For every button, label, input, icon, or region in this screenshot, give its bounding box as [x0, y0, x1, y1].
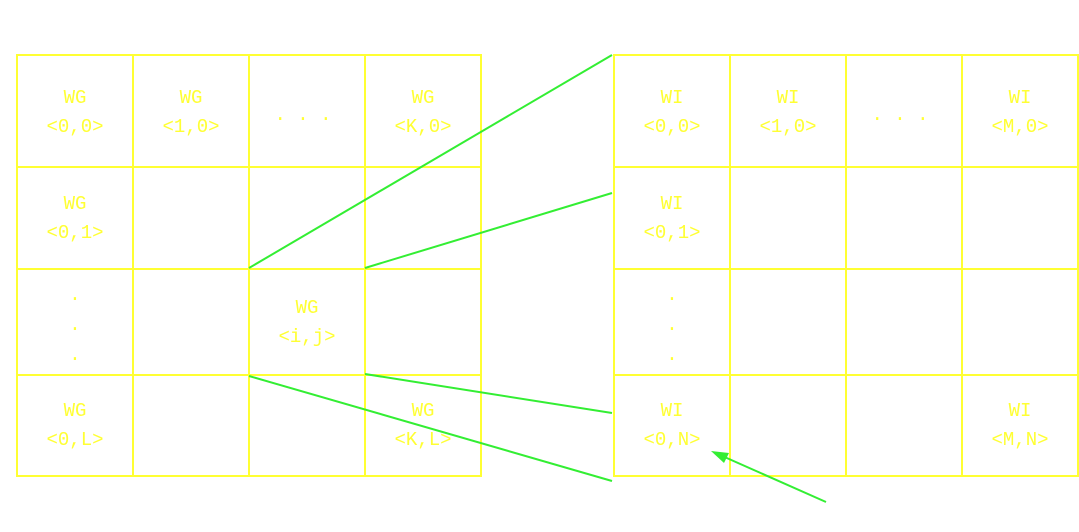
cell-wi-0-0-line1: WI	[661, 87, 684, 109]
cell-ellipsis: . . .	[274, 104, 331, 126]
work-item-grid	[613, 54, 1079, 477]
cell-wi-m-0-line2: <M,0>	[991, 116, 1048, 138]
cell-wi-m-n-line2: <M,N>	[991, 429, 1048, 451]
cell-wg-k-0-line2: <K,0>	[394, 116, 451, 138]
cell-wg-k-0-line1: WG	[412, 87, 435, 109]
cell-vertical-ellipsis: .	[666, 284, 677, 306]
cell-wg-1-0-line1: WG	[180, 87, 203, 109]
zoom-connectors	[248, 54, 827, 503]
cell-wi-1-0-line1: WI	[777, 87, 800, 109]
cell-wi-1-0-line2: <1,0>	[759, 116, 816, 138]
arrow-head-icon	[711, 451, 729, 463]
work-item-labels: WI <0,0> WI <1,0> . . . WI <M,0> WI <0,1…	[643, 87, 1048, 451]
cell-wi-0-1-line2: <0,1>	[643, 222, 700, 244]
cell-wi-0-0-line2: <0,0>	[643, 116, 700, 138]
cell-wg-i-j-line1: WG	[296, 297, 319, 319]
cell-wg-k-l-line2: <K,L>	[394, 429, 451, 451]
cell-wg-1-0-line2: <1,0>	[162, 116, 219, 138]
cell-wi-0-n-line1: WI	[661, 400, 684, 422]
connector-line	[248, 375, 613, 482]
cell-wg-0-0-line2: <0,0>	[46, 116, 103, 138]
cell-ellipsis: . . .	[871, 104, 928, 126]
cell-wi-m-n-line1: WI	[1009, 400, 1032, 422]
connector-line	[364, 192, 613, 269]
cell-wg-0-l-line1: WG	[64, 400, 87, 422]
connector-line	[364, 373, 613, 414]
connector-line	[248, 54, 613, 269]
cell-vertical-ellipsis: .	[69, 284, 80, 306]
cell-vertical-ellipsis: .	[69, 314, 80, 336]
cell-wg-0-0-line1: WG	[64, 87, 87, 109]
cell-vertical-ellipsis: .	[666, 344, 677, 366]
cell-wi-m-0-line1: WI	[1009, 87, 1032, 109]
cell-wg-0-1-line2: <0,1>	[46, 222, 103, 244]
work-group-labels: WG <0,0> WG <1,0> . . . WG <K,0> WG <0,1…	[46, 87, 451, 451]
cell-wi-0-1-line1: WI	[661, 193, 684, 215]
pointer-arrow-line	[719, 454, 827, 503]
cell-vertical-ellipsis: .	[69, 344, 80, 366]
cell-wg-i-j-line2: <i,j>	[278, 326, 335, 348]
cell-wi-0-n-line2: <0,N>	[643, 429, 700, 451]
cell-wg-0-l-line2: <0,L>	[46, 429, 103, 451]
work-group-grid	[16, 54, 482, 477]
cell-wg-k-l-line1: WG	[412, 400, 435, 422]
cell-vertical-ellipsis: .	[666, 314, 677, 336]
cell-wg-0-1-line1: WG	[64, 193, 87, 215]
